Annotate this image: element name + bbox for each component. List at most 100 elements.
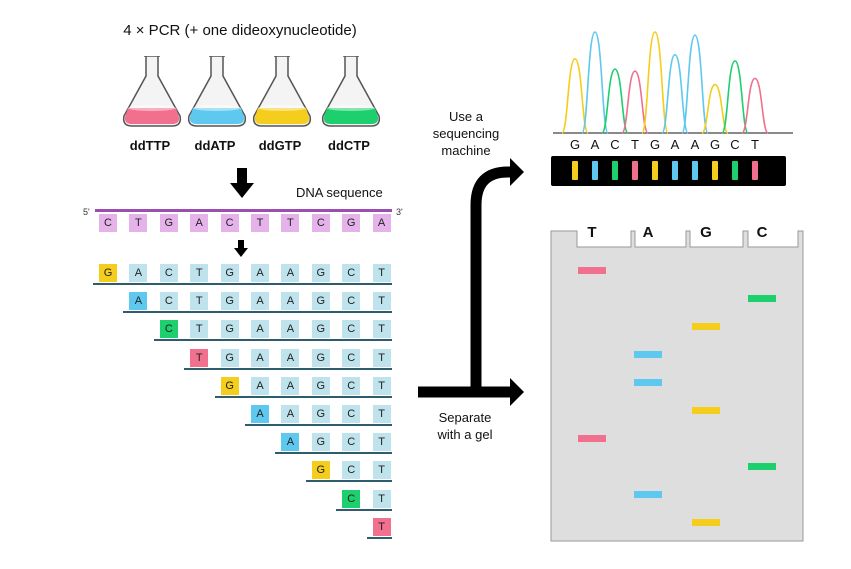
chromatogram-letter: G [569,137,581,152]
fragment-line [123,311,392,314]
chromatogram-peak [741,77,769,134]
template-base: G [342,214,361,232]
gel-lane-label: C [756,224,768,241]
fragment-base: A [281,376,300,395]
gel-text-line: with a gel [437,427,493,442]
fragment-base: G [220,320,239,339]
chromatogram [553,31,793,134]
fragment-base: G [311,433,330,452]
fragment-base: T [372,320,391,339]
fragment-base: C [159,292,178,311]
fragment-base: A [281,264,300,282]
fragment-base: C [342,461,361,480]
readout-mark [752,161,758,180]
flask-icon [120,55,184,130]
flask-label: ddATP [194,138,236,153]
gel-band [634,351,662,358]
fragment-base: T [190,320,209,339]
chromatogram-peak [641,31,669,134]
fragment-base: T [372,376,391,395]
sequencing-text-line: Use a [449,109,483,124]
gel-lane-label: A [642,224,654,241]
chromatogram-letter: A [690,137,700,152]
fragment-base: G [220,264,239,282]
fragment-base: T [372,348,391,367]
fragment-terminator-base: G [220,376,239,395]
fragment-terminator-base: G [99,264,117,282]
fragment-line [245,424,392,426]
readout-mark [732,161,738,180]
fragment-base: T [372,461,391,480]
gel-band [748,295,776,302]
gel-slab [550,230,804,542]
fragment-base: G [311,320,330,339]
readout-mark [572,161,578,180]
chromatogram-letter: A [670,137,680,152]
chromatogram-peak [701,83,729,134]
title: 4 × PCR (+ one dideoxynucleotide) [123,22,357,39]
fragment-base: T [372,405,391,423]
sequencing-machine-text: Use a sequencing machine [423,108,509,159]
fragment-base: G [311,264,330,282]
template-base: A [372,214,391,232]
chromatogram-peak [661,53,689,134]
readout-mark [712,161,718,180]
template-base: T [281,214,300,232]
fragment-base: A [281,405,300,423]
gel-band [578,435,606,442]
fragment-base: A [251,348,269,367]
fragment-base: G [220,292,239,311]
flask-icon [319,55,383,130]
gel-band [578,267,606,274]
chromatogram-letter: G [649,137,661,152]
readout-mark [652,161,658,180]
fragment-base: G [311,348,330,367]
gel-band [634,379,662,386]
template-base: C [311,214,330,232]
chromatogram-peak [721,60,749,134]
down-arrow-small-icon [234,240,248,257]
chromatogram-peak [601,68,629,134]
readout-mark [612,161,618,180]
five-prime-label: 5' [83,207,90,217]
gel-band [692,519,720,526]
fragment-line [275,452,392,455]
template-base: T [251,214,269,232]
fragment-line [366,536,392,539]
sequencing-text-line: sequencing [432,126,500,141]
fragment-line [93,283,392,285]
gel-band [692,323,720,330]
fragment-base: G [311,405,330,423]
fragment-base: A [281,348,300,367]
flask-label: ddGTP [258,138,302,153]
readout-mark [672,161,678,180]
fragment-line [336,508,392,511]
chromatogram-peak [581,31,609,134]
fragment-base: A [251,264,269,282]
fragment-base: C [342,405,361,423]
dna-sequence-label: DNA sequence [296,185,383,200]
template-base: G [159,214,178,232]
fragment-terminator-base: A [281,433,300,452]
fragment-base: A [129,264,148,282]
fragment-line [153,339,392,342]
chromatogram-letter: G [709,137,721,152]
fragment-base: G [311,376,330,395]
fragment-base: T [372,292,391,311]
readout-mark [592,161,598,180]
fragment-terminator-base: T [372,517,391,536]
gel-lane-label: T [587,224,597,241]
chromatogram-letter: C [610,137,620,152]
fragment-base: T [372,489,391,508]
readout-mark [692,161,698,180]
fragment-terminator-base: C [342,489,361,508]
fragment-terminator-base: C [159,320,178,339]
template-base: A [190,214,209,232]
template-line [95,209,392,212]
down-arrow-large-icon [230,168,254,198]
sequencing-text-line: machine [441,143,491,158]
fragment-line [305,480,392,483]
gel-band [692,407,720,414]
flask-label: ddTTP [129,138,171,153]
fragment-base: A [251,376,269,395]
